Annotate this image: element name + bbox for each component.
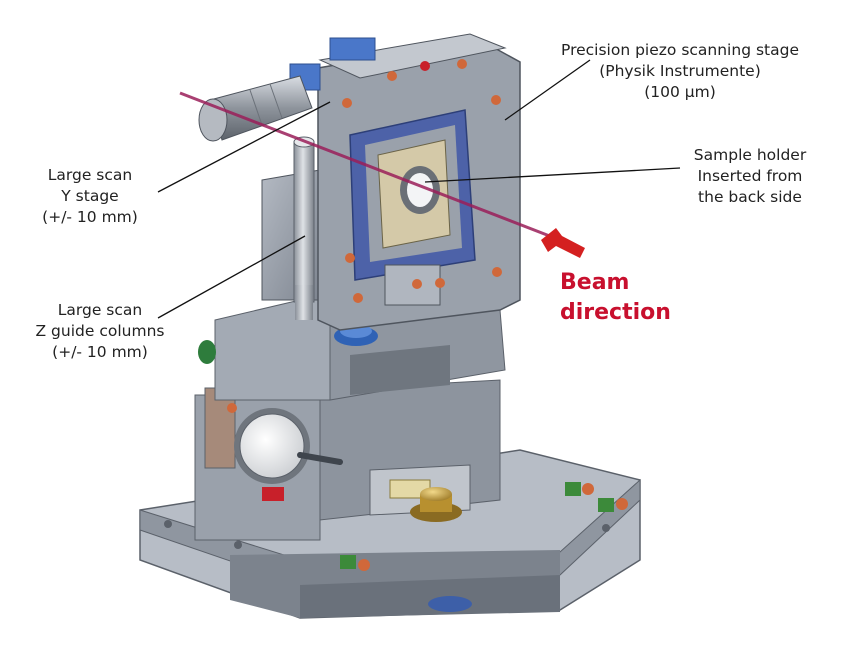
leader-piezo (504, 59, 591, 121)
label-sample-holder: Sample holder Inserted from the back sid… (660, 145, 840, 208)
upper-stage (289, 33, 521, 331)
label-piezo-line3: (100 µm) (644, 83, 716, 101)
brass-knob (410, 487, 462, 522)
label-sample-line1: Sample holder (693, 146, 807, 164)
label-y-line2: Y stage (61, 187, 119, 205)
stage-screws (342, 59, 502, 303)
label-z-columns: Large scan Z guide columns (+/- 10 mm) (15, 300, 185, 363)
label-piezo-stage: Precision piezo scanning stage (Physik I… (520, 40, 840, 103)
beam-arrow-icon (541, 228, 585, 258)
label-y-line1: Large scan (47, 166, 133, 184)
beam-line (179, 91, 561, 242)
leader-z-columns (157, 235, 306, 319)
label-y-line3: (+/- 10 mm) (42, 208, 138, 226)
label-beam-direction: Beam direction (560, 268, 671, 328)
leader-y-stage (157, 101, 331, 193)
micrometer (198, 75, 313, 142)
leader-sample (424, 167, 681, 183)
base-screws (164, 482, 628, 571)
label-z-line3: (+/- 10 mm) (52, 343, 148, 361)
dial-gauge (227, 403, 343, 501)
label-sample-line2: Inserted from (697, 167, 803, 185)
label-sample-line3: the back side (698, 188, 802, 206)
label-piezo-line1: Precision piezo scanning stage (561, 41, 799, 59)
label-beam-line2: direction (560, 300, 671, 325)
label-z-line1: Large scan (57, 301, 143, 319)
label-z-line2: Z guide columns (35, 322, 165, 340)
label-beam-line1: Beam (560, 270, 630, 295)
label-y-stage: Large scan Y stage (+/- 10 mm) (10, 165, 170, 228)
label-piezo-line2: (Physik Instrumente) (599, 62, 761, 80)
